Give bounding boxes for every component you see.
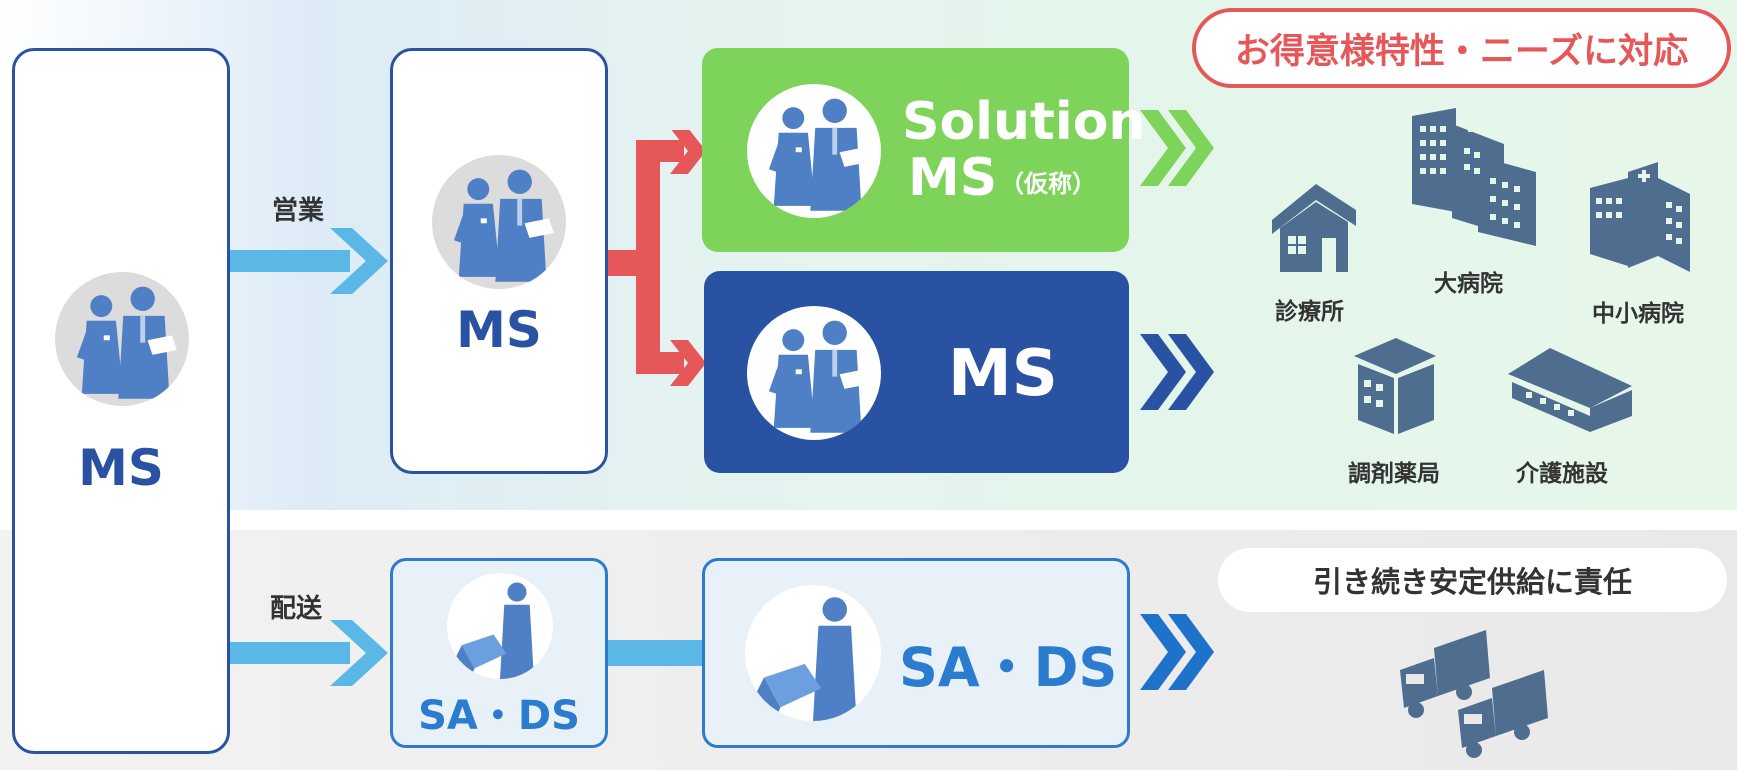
business-people-icon — [55, 272, 189, 406]
care-facility-label: 介護施設 — [1516, 461, 1608, 487]
solution-note: （仮称） — [1000, 170, 1096, 198]
double-chevron-icon — [1140, 614, 1214, 690]
hospital-icon — [1412, 108, 1536, 246]
large-hospital-label: 大病院 — [1434, 271, 1503, 297]
left-ms-box: MS — [12, 48, 230, 754]
delivery-trucks-icon — [1400, 630, 1548, 758]
ms-navy-label: MS — [948, 337, 1058, 411]
solution-title-line2: MS — [908, 148, 998, 208]
left-ms-label: MS — [78, 439, 164, 497]
ms-navy-box: MS — [704, 271, 1129, 473]
delivery-arrow — [230, 620, 388, 686]
business-people-icon — [747, 306, 881, 440]
double-chevron-icon — [1140, 334, 1214, 410]
sa-ds-small-box: SA・DS — [390, 558, 608, 748]
solution-ms-box: Solution MS （仮称） — [702, 48, 1145, 252]
sa-ds-connector — [608, 640, 704, 666]
sales-arrow — [230, 228, 388, 294]
delivery-label: 配送 — [270, 594, 323, 624]
sa-ds-large-label: SA・DS — [899, 636, 1118, 699]
middle-ms-box: MS — [390, 48, 608, 474]
business-people-icon — [747, 84, 881, 218]
sa-ds-large-box: SA・DS — [702, 558, 1130, 748]
pharmacy-label: 調剤薬局 — [1348, 461, 1440, 487]
customer-needs-header: お得意様特性・ニーズに対応 — [1192, 8, 1731, 88]
double-chevron-icon — [1140, 110, 1214, 186]
delivery-person-icon — [745, 585, 881, 721]
solution-title-line1: Solution — [902, 92, 1146, 152]
business-people-icon — [432, 155, 566, 289]
care-facility-icon — [1508, 348, 1632, 432]
hospital-icon — [1590, 162, 1690, 272]
pharmacy-building-icon — [1354, 338, 1436, 434]
middle-ms-label: MS — [456, 301, 542, 359]
clinic-label: 診療所 — [1275, 299, 1344, 325]
branch-connector — [608, 130, 706, 386]
sa-ds-small-label: SA・DS — [418, 693, 580, 739]
delivery-person-icon — [447, 573, 553, 679]
small-hospital-label: 中小病院 — [1592, 301, 1684, 327]
sales-label: 営業 — [272, 196, 325, 226]
house-icon — [1272, 184, 1356, 272]
stable-supply-header: 引き続き安定供給に責任 — [1218, 548, 1727, 612]
